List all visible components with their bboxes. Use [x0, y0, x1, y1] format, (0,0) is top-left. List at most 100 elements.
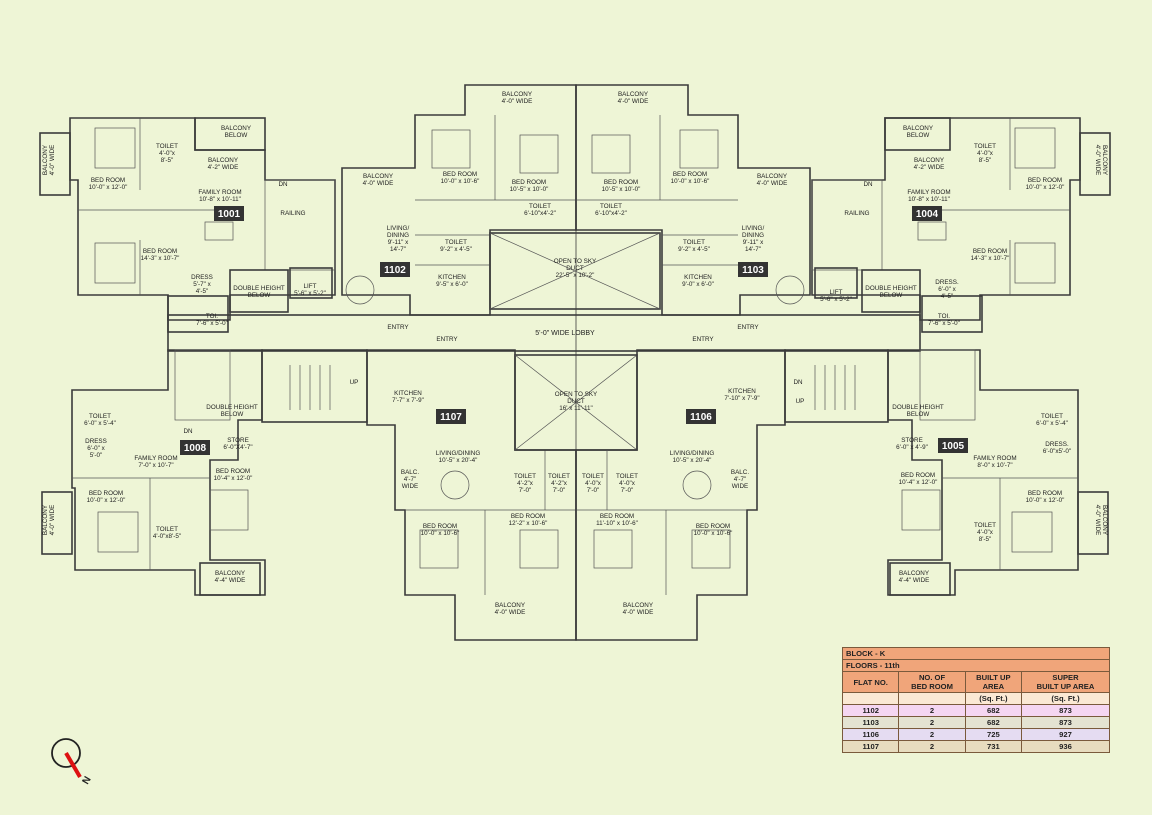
table-units-built: (Sq. Ft.) [964, 692, 1023, 705]
table-floors: FLOORS - 11th [842, 659, 1110, 672]
tag-1001: 1001 [218, 209, 241, 220]
row-bed: 2 [898, 704, 966, 717]
row-super: 927 [1021, 728, 1110, 741]
label-lobby: 5'-0" WIDE LOBBY [535, 330, 595, 337]
label-entry-2: ENTRY [737, 324, 759, 331]
label-1008-up: UP [350, 379, 359, 386]
label-1004-dn: DN [863, 181, 873, 188]
label-entry-3: ENTRY [436, 336, 458, 343]
row-super: 936 [1021, 740, 1110, 753]
row-flat: 1102 [841, 704, 900, 717]
table-units-super: (Sq. Ft.) [1021, 692, 1110, 705]
table-row: 1106 2 725 927 [841, 728, 1110, 741]
lobby [167, 314, 921, 352]
table-row: 1103 2 682 873 [841, 716, 1110, 729]
row-built: 682 [964, 716, 1023, 729]
compass-label: N [81, 775, 94, 787]
label-1001-toi: TOI.7'-6" x 5'-0" [196, 313, 228, 327]
row-super: 873 [1021, 704, 1110, 717]
label-1008-dn: DN [183, 428, 193, 435]
row-built: 682 [964, 704, 1023, 717]
label-1005-up: UP [796, 398, 805, 405]
table-header-flat: FLAT NO. [841, 671, 900, 693]
table-row: 1107 2 731 936 [841, 740, 1110, 753]
table-block: BLOCK - K [842, 647, 1110, 660]
flat-tags: 1001 1102 1103 1004 1008 1107 1106 1005 [180, 206, 968, 455]
flat-1004 [811, 117, 1111, 333]
flat-1005 [887, 349, 1109, 596]
label-entry-1: ENTRY [387, 324, 409, 331]
area-table: BLOCK - K FLOORS - 11th FLAT NO. NO. OF … [841, 647, 1110, 753]
label-1001-dn: DN [278, 181, 288, 188]
flat-1103 [575, 84, 811, 316]
label-1001-balcony: BALCONY4'-0" WIDE [42, 144, 56, 175]
stair-left [261, 349, 368, 423]
north-compass-icon: N [51, 738, 94, 787]
label-1106-balc: BALC.4'-7"WIDE [731, 469, 749, 490]
label-1005-dn: DN [793, 379, 803, 386]
row-flat: 1106 [841, 728, 900, 741]
duct-top [489, 232, 661, 310]
table-units-blank [841, 692, 900, 705]
row-built: 725 [964, 728, 1023, 741]
tag-1107: 1107 [440, 412, 462, 423]
label-1004-railing: RAILING [844, 210, 869, 217]
table-header-super: SUPER BUILT UP AREA [1021, 671, 1110, 693]
label-1005-balcony-right: BALCONY4'-0" WIDE [1094, 505, 1108, 536]
table-header-bed: NO. OF BED ROOM [898, 671, 966, 693]
label-1001-railing: RAILING [280, 210, 305, 217]
row-super: 873 [1021, 716, 1110, 729]
label-1008-balcony-left: BALCONY4'-0" WIDE [42, 504, 56, 535]
